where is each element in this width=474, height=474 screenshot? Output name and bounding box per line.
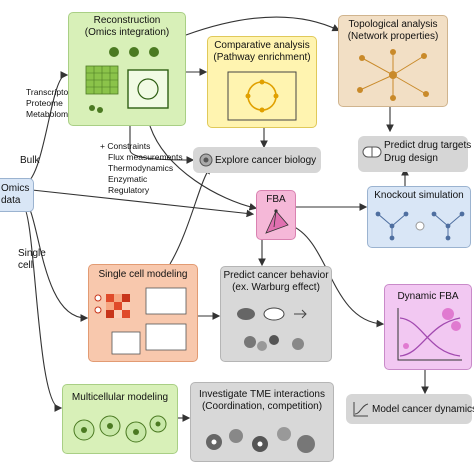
omics-type-1: Transcriptome bbox=[26, 87, 81, 97]
reconstruction-title: Reconstruction bbox=[93, 15, 161, 26]
omics-data-node bbox=[0, 178, 34, 212]
knockout-title: Knockout simulation bbox=[374, 190, 464, 201]
drug-title: Predict drug targets bbox=[384, 140, 472, 151]
arrow-omics-fba bbox=[31, 189, 255, 218]
constraints-header: + Constraints bbox=[100, 141, 151, 151]
dynamic-fba-title: Dynamic FBA bbox=[397, 291, 459, 302]
pathway-icon bbox=[227, 71, 297, 121]
arrow-single-explore bbox=[169, 166, 212, 265]
polytope-icon bbox=[265, 209, 289, 234]
single-cell-matrix-icon bbox=[94, 287, 187, 355]
omics-type-3: Metabolome bbox=[26, 109, 73, 119]
topological-title: Topological analysis bbox=[348, 19, 438, 30]
multicellular-cells-icon bbox=[73, 415, 167, 443]
knockout-node bbox=[367, 186, 471, 248]
constraint-item-4: Regulatory bbox=[108, 185, 150, 195]
constraint-item-2: Thermodynamics bbox=[108, 163, 174, 173]
predict-behavior-title: Predict cancer behavior bbox=[223, 270, 329, 281]
fba-title: FBA bbox=[266, 194, 286, 205]
omics-data-label: Omics data bbox=[1, 183, 30, 206]
knockout-network-icon bbox=[375, 211, 465, 241]
bulk-label: Bulk bbox=[20, 155, 40, 166]
topological-subtitle: (Network properties) bbox=[347, 31, 439, 42]
constraint-item-3: Enzymatic bbox=[108, 174, 148, 184]
single-cell-label: Single cell bbox=[18, 248, 46, 271]
multicellular-title: Multicellular modeling bbox=[71, 392, 169, 403]
drug-subtitle: Drug design bbox=[384, 153, 438, 164]
tme-title: Investigate TME interactions bbox=[199, 389, 325, 400]
explore-node bbox=[193, 147, 321, 173]
constraint-item-1: Flux measurements bbox=[108, 152, 183, 162]
arrow-omics-multicellular bbox=[21, 204, 63, 412]
comparative-title: Comparative analysis bbox=[214, 40, 310, 51]
warburg-icon bbox=[237, 307, 307, 351]
curve-icon bbox=[353, 402, 369, 417]
cell-icon bbox=[199, 153, 213, 167]
reconstruction-network-icon bbox=[85, 47, 169, 113]
predict-behavior-subtitle: (ex. Warburg effect) bbox=[232, 282, 320, 293]
model-dynamics-node bbox=[346, 394, 472, 424]
capsule-icon bbox=[362, 146, 382, 158]
explore-title: Explore cancer biology bbox=[215, 155, 317, 166]
arrow-recon-topological bbox=[185, 16, 340, 36]
comparative-subtitle: (Pathway enrichment) bbox=[213, 52, 311, 63]
reconstruction-subtitle: (Omics integration) bbox=[84, 27, 170, 38]
dynamic-fba-plot-icon bbox=[397, 308, 462, 361]
network-icon bbox=[357, 49, 429, 101]
model-dynamics-title: Model cancer dynamics bbox=[372, 404, 474, 415]
tme-cells-icon bbox=[206, 427, 315, 453]
single-cell-title: Single cell modeling bbox=[98, 269, 188, 280]
arrow-recon-explore bbox=[129, 126, 195, 164]
omics-type-2: Proteome bbox=[26, 98, 63, 108]
tme-subtitle: (Coordination, competition) bbox=[201, 401, 323, 412]
arrow-recon-fba bbox=[149, 125, 258, 211]
